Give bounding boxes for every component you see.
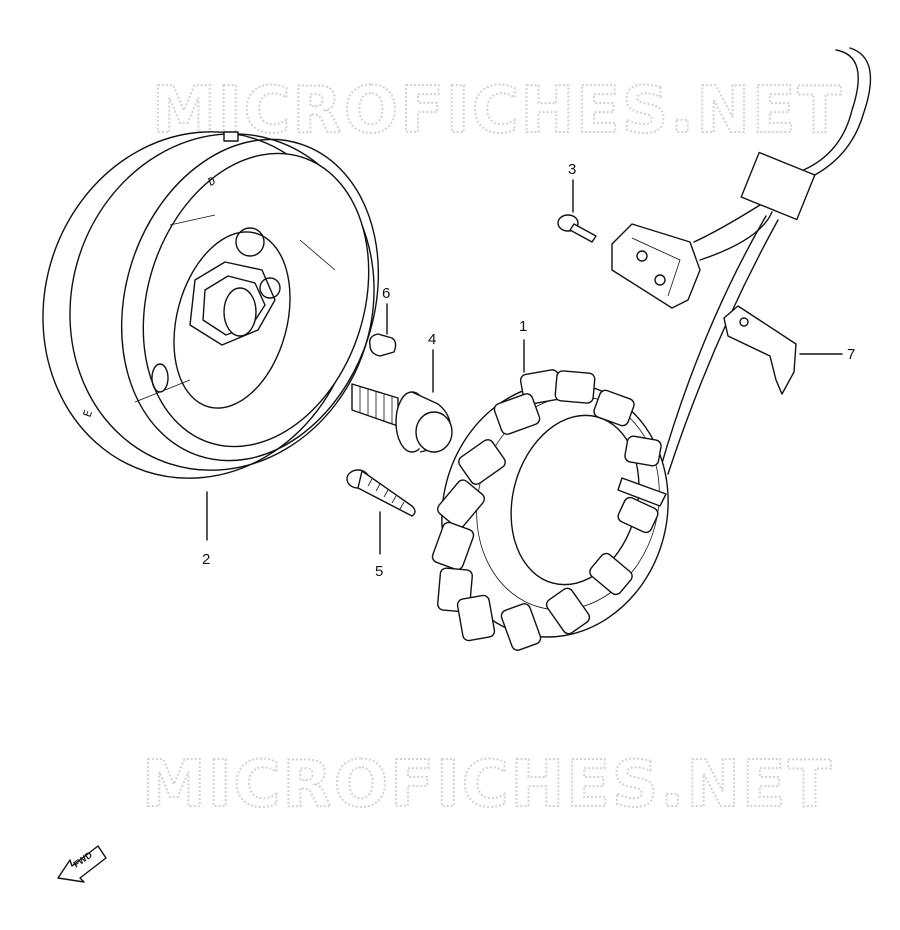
callout-4: 4 (428, 331, 436, 348)
callout-5: 5 (375, 563, 383, 580)
watermark-top: MICROFICHES.NET (152, 74, 843, 148)
callout-3: 3 (568, 161, 576, 178)
stator-coil-part[interactable] (414, 47, 872, 663)
rotor-bolt-part[interactable] (351, 383, 453, 453)
fwd-indicator: FWD (57, 845, 107, 883)
callout-7: 7 (847, 346, 855, 363)
callout-6: 6 (382, 285, 390, 302)
rotor-part[interactable]: D E (0, 91, 419, 520)
lead-clamp-part[interactable] (723, 305, 797, 395)
svg-text:E: E (81, 408, 95, 419)
fwd-arrow-icon (57, 845, 107, 883)
svg-text:D: D (207, 174, 218, 188)
stator-bolt-part[interactable] (346, 469, 416, 517)
screw-part[interactable] (557, 214, 597, 243)
callout-2: 2 (202, 551, 210, 568)
watermark-bottom: MICROFICHES.NET (142, 748, 833, 822)
key-part[interactable] (368, 333, 397, 357)
callout-1: 1 (519, 318, 527, 335)
